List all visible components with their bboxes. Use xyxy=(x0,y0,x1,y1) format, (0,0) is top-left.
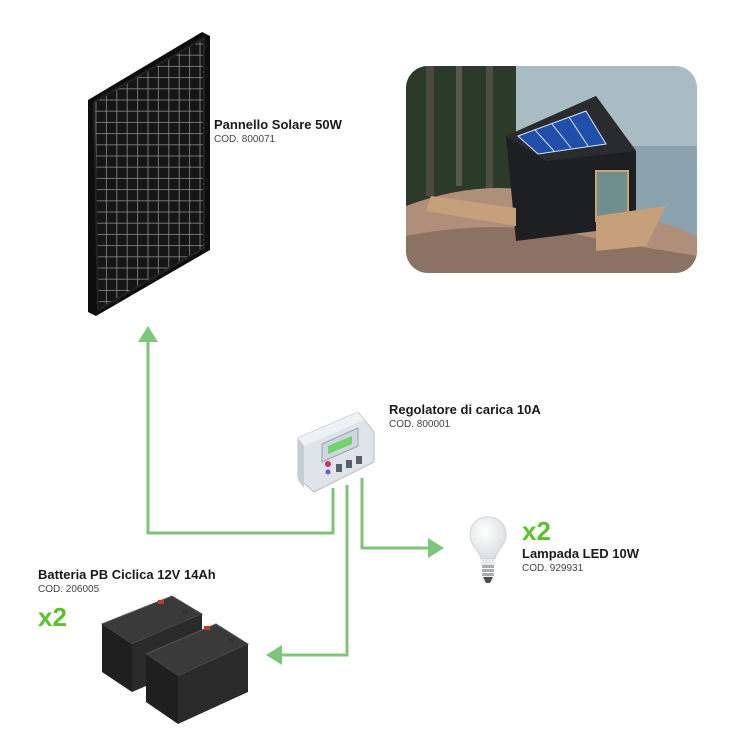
lamp-code: COD. 929931 xyxy=(522,563,584,574)
battery-quantity: x2 xyxy=(38,602,67,632)
regulator-title: Regolatore di carica 10A xyxy=(389,402,541,417)
solar-panel-image xyxy=(88,32,210,316)
regulator-code: COD. 800001 xyxy=(389,419,451,430)
lamp-quantity: x2 xyxy=(522,516,551,546)
wire-panel xyxy=(146,340,335,535)
battery-label: Batteria PB Ciclica 12V 14Ah COD. 206005 xyxy=(38,567,216,597)
battery-code: COD. 206005 xyxy=(38,584,100,595)
led-bulb-icon xyxy=(469,516,507,583)
regulator-label: Regolatore di carica 10A COD. 800001 xyxy=(389,402,541,432)
wire-lamp xyxy=(360,478,430,550)
arrow-panel xyxy=(138,326,158,342)
panel-code: COD. 800071 xyxy=(214,134,276,145)
battery-title: Batteria PB Ciclica 12V 14Ah xyxy=(38,567,216,582)
panel-label: Pannello Solare 50W COD. 800071 xyxy=(214,117,342,147)
arrow-lamp xyxy=(428,538,444,558)
wire-battery xyxy=(278,485,349,657)
cabin-photo xyxy=(406,66,697,273)
arrow-battery xyxy=(266,645,282,665)
charge-regulator-image xyxy=(297,411,375,493)
panel-title: Pannello Solare 50W xyxy=(214,117,342,132)
lamp-title: Lampada LED 10W xyxy=(522,546,640,561)
lamp-label: Lampada LED 10W COD. 929931 xyxy=(522,546,639,576)
battery-image xyxy=(100,595,250,724)
